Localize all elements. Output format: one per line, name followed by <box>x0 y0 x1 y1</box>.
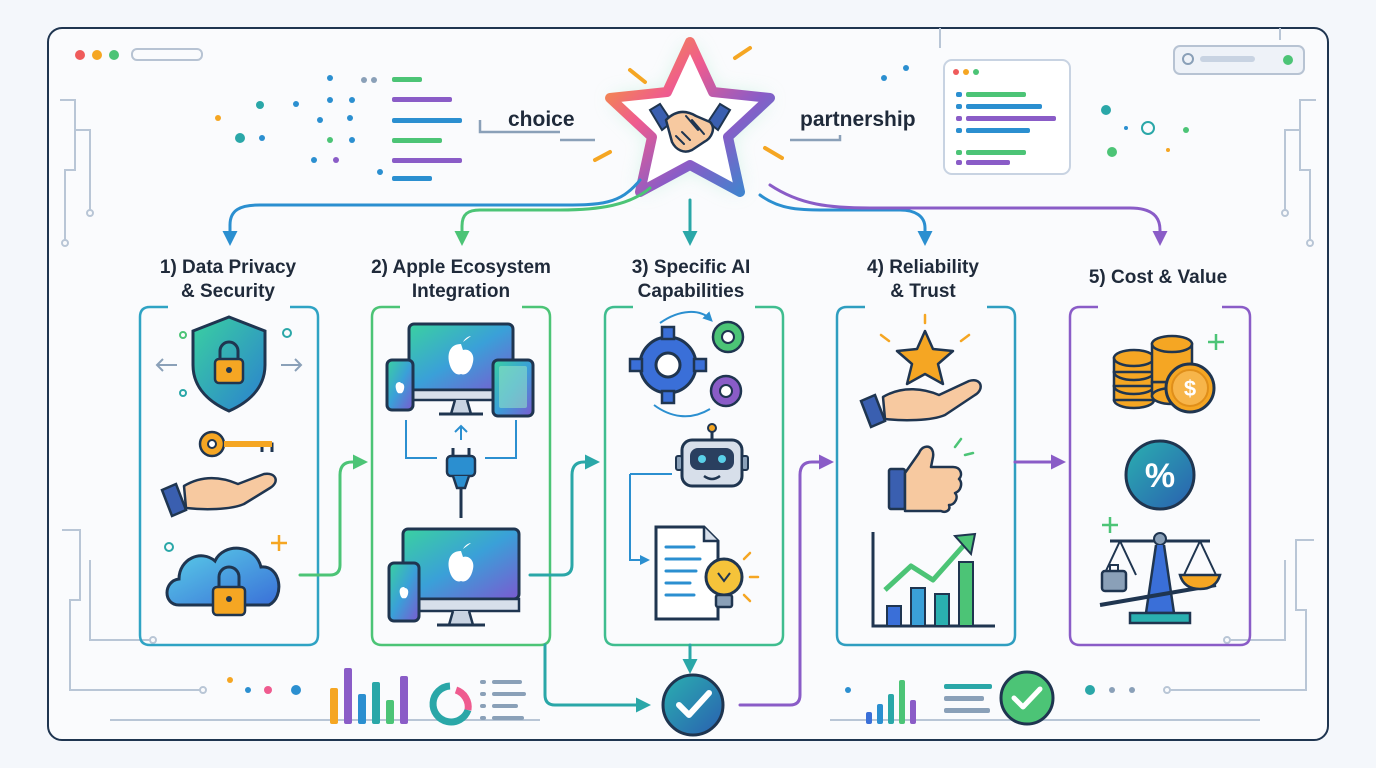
hub-connectors <box>478 120 842 142</box>
growth-chart-icon <box>871 532 995 628</box>
hub-label-choice: choice <box>508 108 575 131</box>
data-stream-left <box>215 75 462 181</box>
column-title-line1: 4) Reliability <box>867 257 979 278</box>
column-title-cost: 5) Cost & Value <box>1058 266 1258 290</box>
robot-icon <box>629 423 749 560</box>
search-icon <box>1182 53 1194 65</box>
column-title-line2: Integration <box>411 281 511 302</box>
column-title-line2: & Security <box>181 281 275 302</box>
checkmark-icon <box>676 690 712 718</box>
dollar-sign: $ <box>1184 376 1196 401</box>
column-title-line1: 2) Apple Ecosystem <box>371 257 551 278</box>
cloud-lock-icon <box>164 535 287 617</box>
shield-lock-icon <box>155 315 303 413</box>
apple-desktop-icon <box>387 527 521 627</box>
circuit-decorations <box>60 28 1316 721</box>
coins-dollar-icon: $ <box>1112 334 1224 414</box>
window-dot-orange-icon <box>92 50 102 60</box>
hub-star <box>593 37 784 197</box>
mini-bar-chart-right <box>845 670 1135 726</box>
search-bar-decoration <box>1173 45 1305 75</box>
column-title-line2: & Trust <box>890 281 956 302</box>
gears-icon <box>628 311 745 418</box>
thumbs-up-icon <box>887 437 975 513</box>
star-in-hand-icon <box>859 313 982 429</box>
handshake-icon <box>648 102 732 153</box>
column-title-line1: 1) Data Privacy <box>159 257 297 278</box>
window-dot-green-icon <box>109 50 119 60</box>
plug-icon <box>405 420 517 518</box>
data-stream-right <box>881 65 1189 157</box>
branch-arrows <box>222 178 1168 246</box>
column-title-privacy: 1) Data Privacy & Security <box>128 256 328 304</box>
column-title-line1: 5) Cost & Value <box>1088 267 1228 288</box>
apple-devices-icon <box>385 322 535 418</box>
column-title-line1: 3) Specific AI <box>631 257 751 278</box>
key-in-hand-icon <box>160 430 277 518</box>
column-boxes <box>138 305 1252 647</box>
column-title-reliability: 4) Reliability & Trust <box>823 256 1023 304</box>
outcome-check <box>661 673 725 737</box>
percent-sign: % <box>1145 457 1175 495</box>
code-panel-right <box>943 59 1071 175</box>
document-lightbulb-icon <box>654 525 760 621</box>
column-title-ai: 3) Specific AI Capabilities <box>591 256 791 304</box>
column-title-ecosystem: 2) Apple Ecosystem Integration <box>361 256 561 304</box>
column-title-line2: Capabilities <box>637 281 745 302</box>
window-dot-red-icon <box>75 50 85 60</box>
percent-icon: % <box>1102 439 1196 533</box>
inter-column-arrows <box>298 454 1066 713</box>
balance-scale-icon <box>1099 532 1222 625</box>
hub-label-partnership: partnership <box>800 108 916 131</box>
mini-bar-chart-left <box>227 668 526 726</box>
